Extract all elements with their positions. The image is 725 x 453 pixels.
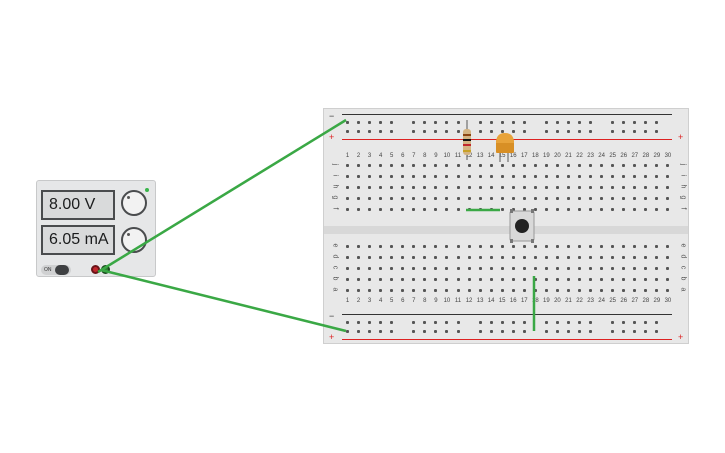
- bottom-plus-label-right: +: [678, 332, 684, 342]
- negative-terminal[interactable]: [91, 265, 100, 274]
- wire-supply-to-bottom-rail[interactable]: [100, 268, 347, 333]
- wire-supply-to-top-rail[interactable]: [97, 118, 347, 274]
- status-led: [145, 188, 149, 192]
- bottom-positive-rail-line: [342, 339, 672, 340]
- bottom-plus-label: +: [329, 332, 335, 342]
- resistor[interactable]: [463, 120, 471, 160]
- center-channel: [324, 226, 688, 234]
- voltage-display: 8.00 V: [41, 190, 115, 220]
- power-switch[interactable]: [55, 265, 69, 275]
- top-plus-label: +: [329, 132, 335, 142]
- bottom-minus-label: −: [329, 311, 335, 321]
- current-display: 6.05 mA: [41, 225, 115, 255]
- top-minus-label: −: [329, 111, 335, 121]
- pushbutton[interactable]: [509, 209, 535, 243]
- led[interactable]: [496, 133, 514, 162]
- top-plus-label-right: +: [678, 132, 684, 142]
- voltage-knob[interactable]: [121, 190, 147, 216]
- bottom-negative-rail-line: [342, 314, 672, 315]
- top-negative-rail-line: [342, 114, 672, 115]
